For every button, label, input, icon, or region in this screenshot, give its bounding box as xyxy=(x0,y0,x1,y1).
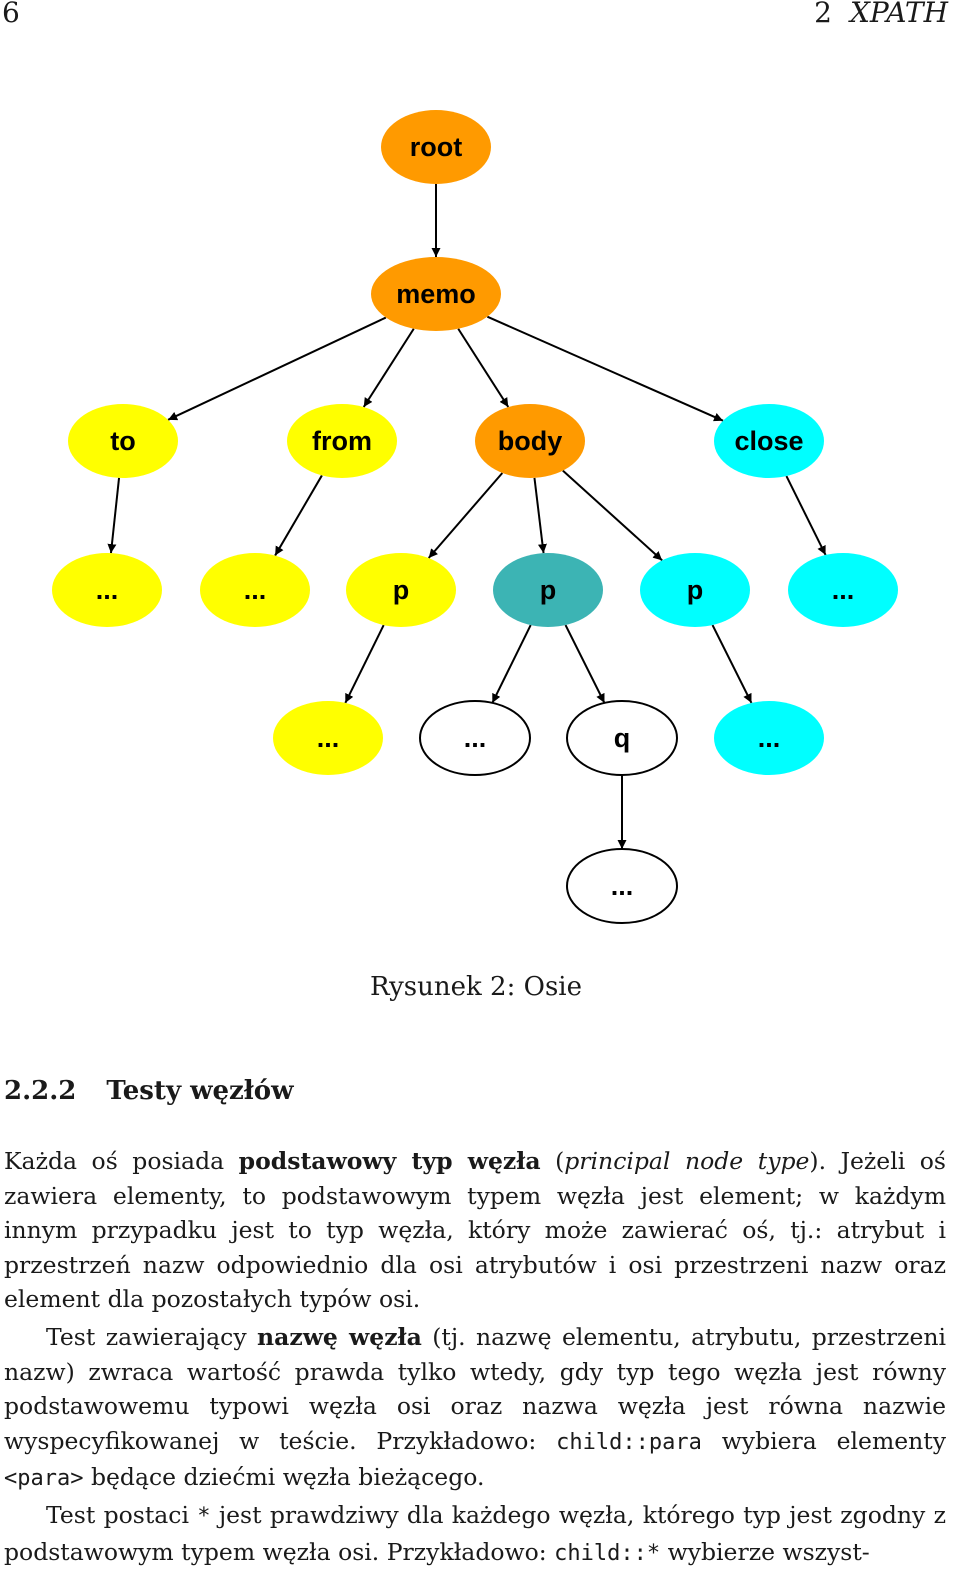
paragraph-principal-node-type: Każda oś posiada podstawowy typ węzła (p… xyxy=(4,1144,946,1317)
caption-label: Rysunek 2: xyxy=(370,972,516,1002)
edge-to-d1 xyxy=(107,477,121,554)
section-heading: 2.2.2 Testy węzłów xyxy=(4,1076,294,1106)
text-run: Test postaci xyxy=(46,1501,198,1529)
section-number: 2.2.2 xyxy=(4,1076,77,1106)
node-label: ... xyxy=(758,723,781,753)
node-p1: p xyxy=(346,553,456,627)
node-d3: ... xyxy=(788,553,898,627)
figure-caption: Rysunek 2: Osie xyxy=(0,972,952,1002)
node-root: root xyxy=(381,110,491,184)
node-d6: ... xyxy=(714,701,824,775)
node-shape xyxy=(493,553,603,627)
node-d4: ... xyxy=(273,701,383,775)
text-run: (tj. nazwę elementu, atrybutu, przestrze… xyxy=(4,1323,947,1455)
node-shape xyxy=(475,404,585,478)
node-label: ... xyxy=(832,575,855,605)
node-body: body xyxy=(475,404,585,478)
node-q: q xyxy=(566,700,678,776)
edge-p2-q xyxy=(564,624,606,704)
edge-memo-body xyxy=(457,328,510,408)
edge-close-d3 xyxy=(785,475,827,556)
text-run: wybierze wszyst- xyxy=(660,1537,870,1566)
text-run: ( xyxy=(540,1147,565,1175)
node-p3: p xyxy=(640,553,750,627)
edge-p2-d5 xyxy=(491,624,532,704)
node-shape xyxy=(52,553,162,627)
node-to: to xyxy=(68,404,178,478)
edge-body-p2 xyxy=(533,477,547,554)
node-label: p xyxy=(393,575,410,605)
paragraph-name-test: Test zawierający nazwę węzła (tj. nazwę … xyxy=(4,1320,946,1497)
axes-tree-diagram: root memo to from body close...... p p p........… xyxy=(52,110,898,924)
node-close: close xyxy=(714,404,824,478)
node-label: p xyxy=(540,575,557,605)
paragraph-wildcard-test: Test postaci * jest prawdziwy dla każdeg… xyxy=(4,1498,946,1571)
section-title: Testy węzłów xyxy=(106,1076,294,1106)
page-number: 6 xyxy=(2,0,20,29)
node-label: close xyxy=(734,426,803,456)
node-shape xyxy=(640,553,750,627)
text-run: wybiera elementy xyxy=(701,1426,946,1455)
node-shape xyxy=(788,553,898,627)
code-snippet: * xyxy=(197,1504,211,1529)
node-shape xyxy=(714,404,824,478)
code-snippet: <para> xyxy=(4,1466,84,1492)
edge-body-p1 xyxy=(427,472,504,559)
node-label: p xyxy=(687,575,704,605)
text-run: ). Jeżeli oś zawiera elementy, to podsta… xyxy=(4,1147,946,1314)
node-shape xyxy=(566,848,678,924)
caption-text: Osie xyxy=(523,972,582,1002)
running-header: 2 XPATH xyxy=(814,0,948,29)
node-d5: ... xyxy=(419,700,531,776)
node-label: ... xyxy=(244,575,267,605)
node-shape xyxy=(566,700,678,776)
node-d1: ... xyxy=(52,553,162,627)
text-run: będące dziećmi węzła bieżącego. xyxy=(83,1463,485,1492)
node-label: root xyxy=(410,132,462,162)
edge-memo-close xyxy=(486,315,724,422)
node-shape xyxy=(200,553,310,627)
text-run: Test zawierający xyxy=(46,1323,258,1351)
edge-memo-from xyxy=(362,328,415,408)
node-label: ... xyxy=(611,871,634,901)
node-shape xyxy=(287,404,397,478)
node-shape xyxy=(714,701,824,775)
edge-p3-d6 xyxy=(711,624,753,704)
node-label: q xyxy=(614,723,631,753)
node-d7: ... xyxy=(566,848,678,924)
text-run: Każda oś posiada xyxy=(4,1147,239,1175)
node-from: from xyxy=(287,404,397,478)
node-label: body xyxy=(498,426,563,456)
node-shape xyxy=(371,257,501,331)
chapter-title: XPATH xyxy=(850,0,948,29)
code-snippet: child::para xyxy=(556,1429,702,1455)
node-d2: ... xyxy=(200,553,310,627)
node-label: ... xyxy=(464,723,487,753)
node-shape xyxy=(68,404,178,478)
term-italic: principal node type xyxy=(564,1147,810,1175)
node-label: ... xyxy=(317,723,340,753)
tree-nodes: root memo to from body close...... p p p........… xyxy=(52,110,898,924)
code-snippet: child::* xyxy=(554,1540,661,1566)
node-label: from xyxy=(312,426,372,456)
text-run: jest prawdziwy dla każdego węzła, któreg… xyxy=(4,1501,946,1566)
tree-edges xyxy=(107,184,827,849)
edge-from-d2 xyxy=(274,474,323,557)
node-label: to xyxy=(110,426,135,456)
edge-p1-d4 xyxy=(344,624,385,704)
node-shape xyxy=(346,553,456,627)
term-bold: podstawowy typ węzła xyxy=(238,1147,541,1175)
edge-memo-to xyxy=(167,316,387,421)
node-shape xyxy=(419,700,531,776)
edge-body-p3 xyxy=(562,469,663,562)
node-label: memo xyxy=(396,279,476,309)
node-p2: p xyxy=(493,553,603,627)
chapter-number: 2 xyxy=(814,0,832,29)
node-memo: memo xyxy=(371,257,501,331)
term-bold: nazwę węzła xyxy=(257,1323,422,1351)
node-shape xyxy=(273,701,383,775)
node-label: ... xyxy=(96,575,119,605)
node-shape xyxy=(381,110,491,184)
